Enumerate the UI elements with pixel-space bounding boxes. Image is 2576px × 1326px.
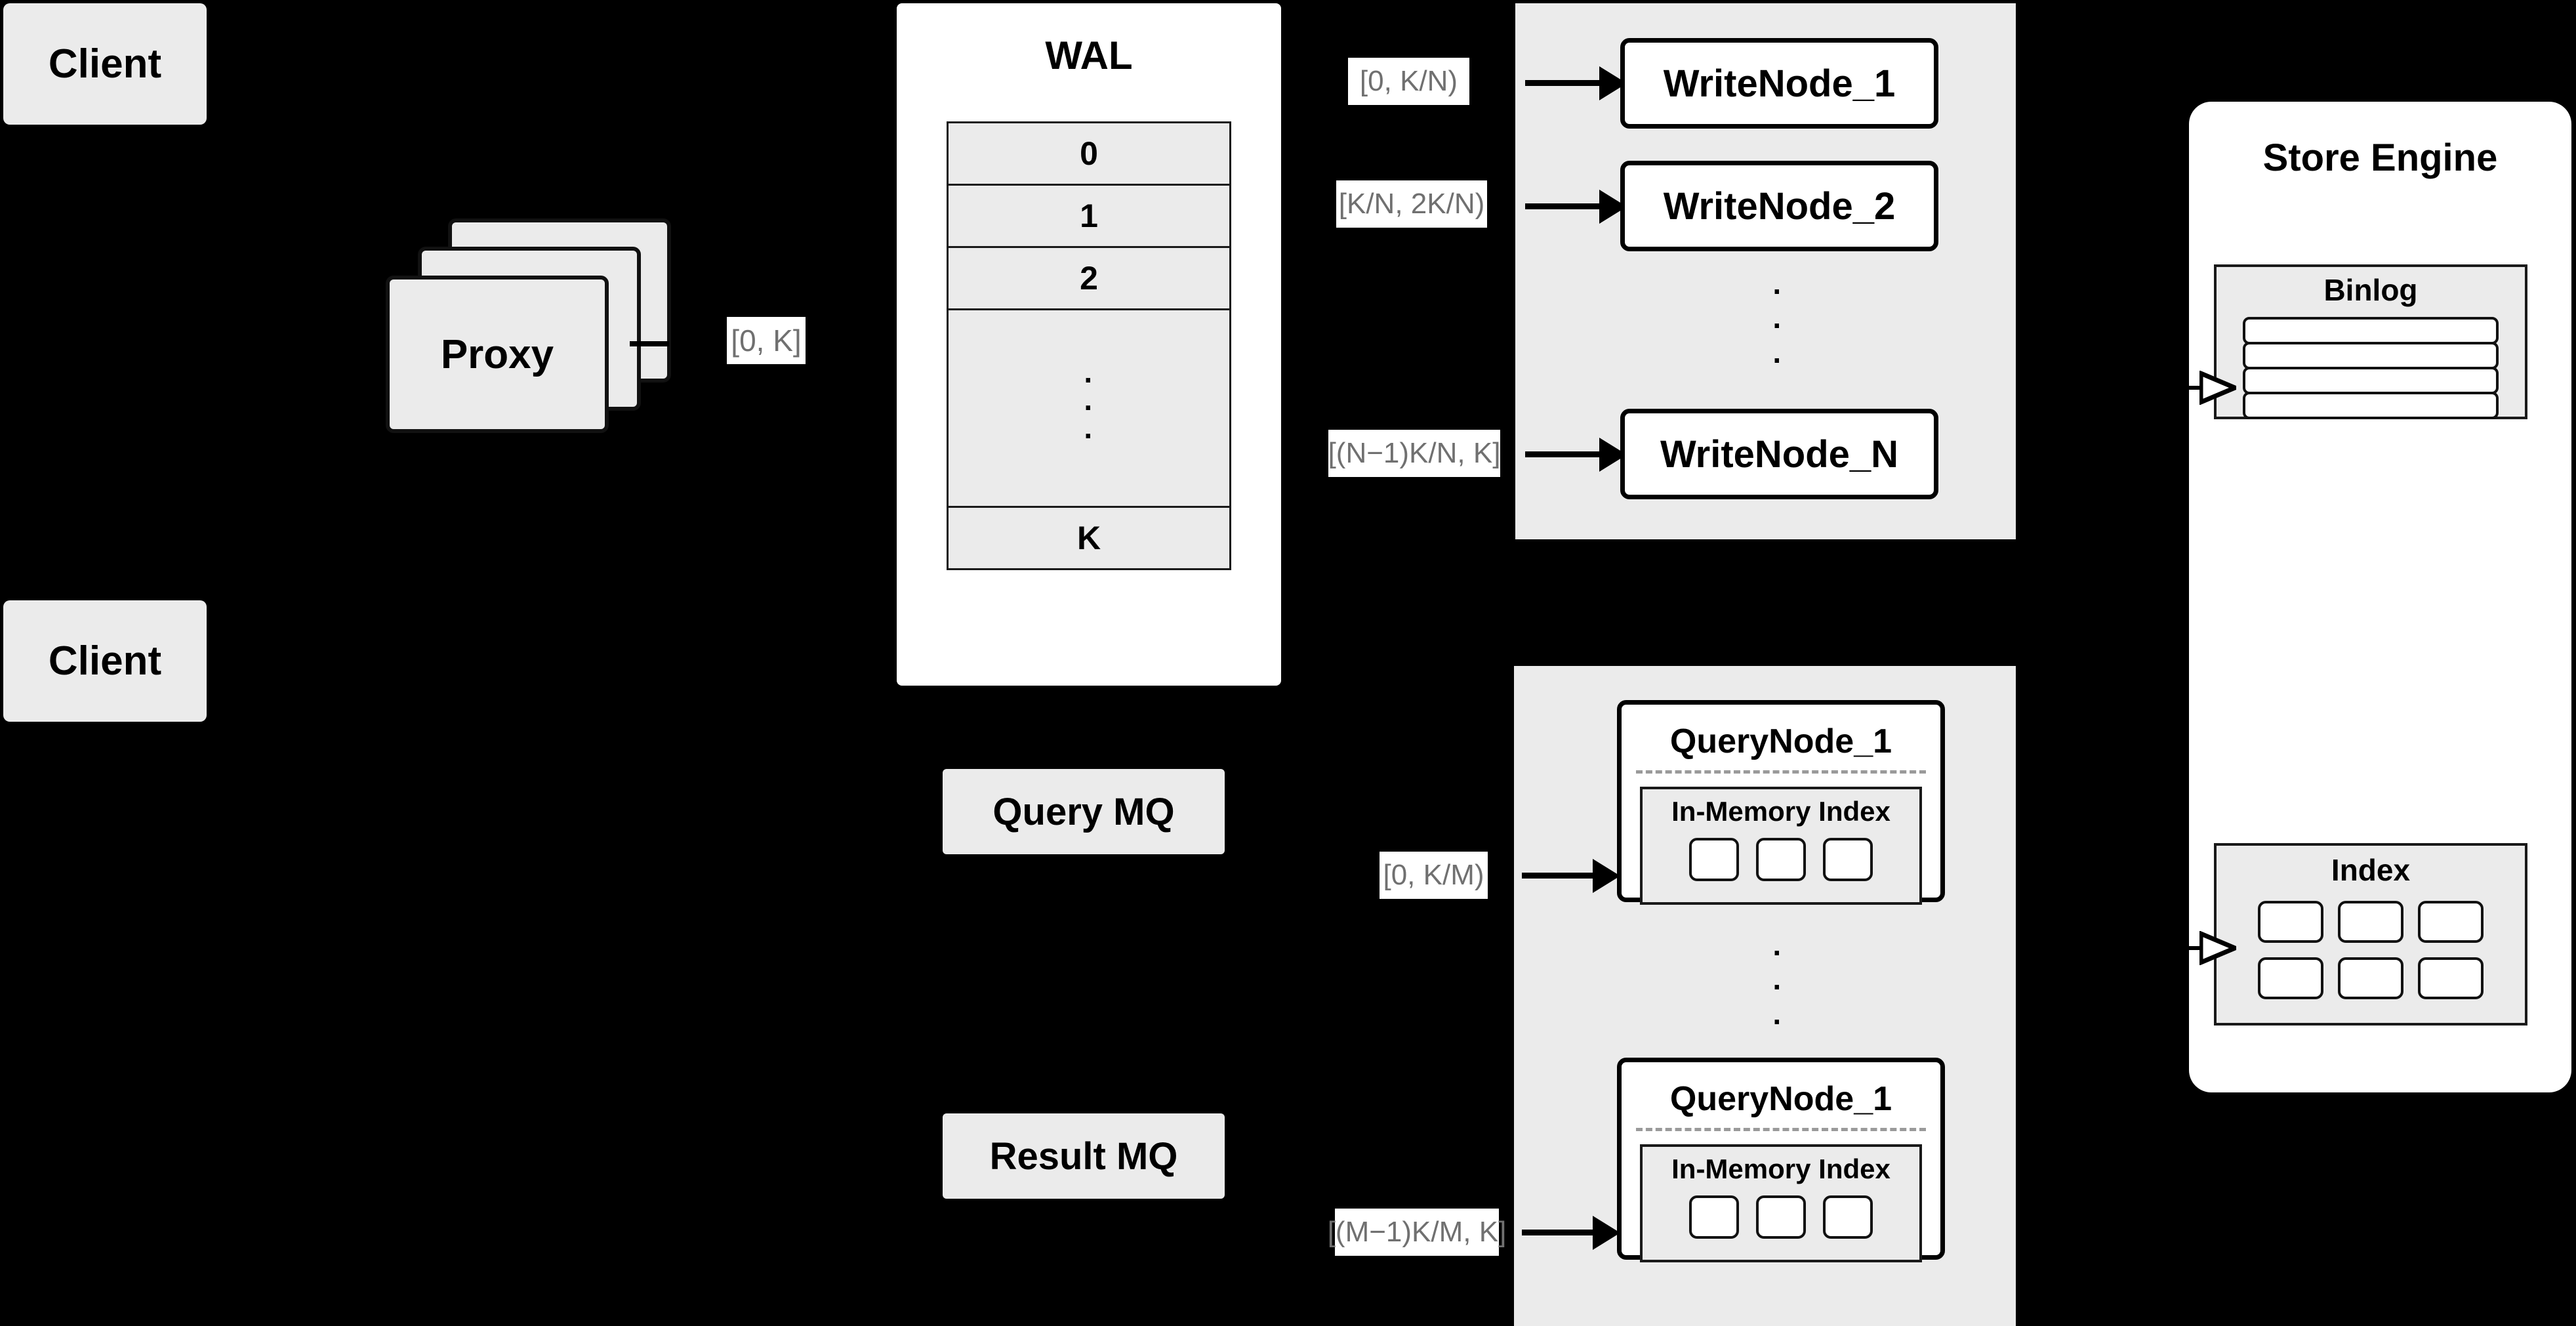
arrow-head-querynode-m [1593,1216,1620,1250]
index-title: Index [2331,853,2411,887]
result-mq-box[interactable]: Result MQ [943,1113,1225,1199]
edge-label-querynode-m: [(M−1)K/M, K] [1328,1209,1506,1256]
client-box-1[interactable]: Client [3,3,207,125]
query-mq-label: Query MQ [992,790,1175,833]
store-engine-panel: Store Engine Binlog Index [2189,102,2571,1092]
write-node-n[interactable]: WriteNode_N [1620,409,1938,499]
write-node-2[interactable]: WriteNode_2 [1620,161,1938,251]
write-node-group-ellipsis: ··· [1772,274,1783,377]
wal-row: 1 [947,184,1231,248]
in-memory-index-1: In-Memory Index [1640,787,1922,905]
index-cell [1823,1195,1873,1239]
client-label: Client [48,638,162,684]
arrow-line-binlog [2167,386,2206,390]
wal-table: 0 1 2 ··· K [947,121,1231,570]
client-label: Client [48,41,162,87]
arrow-head-index-open [2199,931,2236,965]
binlog-row [2243,317,2499,344]
edge-label-querynode-1: [0, K/M) [1380,852,1488,899]
edge-label-writenode-2: [K/N, 2K/N) [1336,180,1487,228]
query-node-1[interactable]: QueryNode_1 In-Memory Index [1617,700,1945,905]
write-node-label: WriteNode_N [1660,432,1899,476]
edge-label-writenode-n: [(N−1)K/N, K] [1328,430,1500,477]
query-node-title: QueryNode_1 [1669,1080,1892,1118]
binlog-box: Binlog [2214,264,2527,419]
query-node-m[interactable]: QueryNode_1 In-Memory Index [1617,1058,1945,1262]
query-node-divider [1636,770,1926,774]
index-cell [1756,1195,1806,1239]
arrow-head-querynode-1 [1593,859,1620,893]
index-cell [1689,1195,1739,1239]
arrow-head-binlog-open [2199,371,2236,405]
index-cell [1756,838,1806,881]
edge-label-proxy-wal: [0, K] [727,317,806,364]
write-node-label: WriteNode_2 [1663,184,1896,228]
arrow-line-writenode-n [1525,451,1604,457]
vertical-ellipsis: ··· [1084,363,1094,453]
arrow-line-querynode-1 [1522,873,1597,879]
index-cell [1823,838,1873,881]
binlog-row [2243,367,2499,394]
query-node-group-ellipsis: ··· [1772,936,1783,1039]
edge-label-writenode-1: [0, K/N) [1348,58,1469,105]
index-cell [2418,901,2484,943]
wal-row: K [947,506,1231,570]
in-memory-index-title: In-Memory Index [1671,796,1891,827]
query-mq-box[interactable]: Query MQ [943,769,1225,854]
arrow-line-index [2167,946,2206,950]
index-cell [2258,901,2323,943]
arrow-line-writenode-1 [1525,80,1604,86]
index-cell [2418,957,2484,999]
index-cell [2338,901,2403,943]
binlog-row [2243,392,2499,419]
arrow-line-querynode-m [1522,1230,1597,1235]
wal-panel: WAL 0 1 2 ··· K [897,3,1281,686]
proxy-label: Proxy [440,331,554,377]
store-engine-title: Store Engine [2262,136,2498,179]
wal-row: 2 [947,246,1231,310]
index-cell [1689,838,1739,881]
index-cell [2338,957,2403,999]
wal-title: WAL [1045,33,1133,77]
proxy-card-front[interactable]: Proxy [386,276,609,433]
wal-row-ellipsis: ··· [947,308,1231,508]
binlog-row [2243,342,2499,369]
in-memory-index-m: In-Memory Index [1640,1144,1922,1262]
client-box-2[interactable]: Client [3,600,207,722]
index-cell [2258,957,2323,999]
in-memory-index-title: In-Memory Index [1671,1153,1891,1184]
result-mq-label: Result MQ [989,1134,1178,1178]
write-node-1[interactable]: WriteNode_1 [1620,38,1938,129]
query-node-divider [1636,1128,1926,1131]
binlog-title: Binlog [2323,273,2418,307]
arrow-line-writenode-2 [1525,203,1604,209]
write-node-label: WriteNode_1 [1663,62,1896,105]
index-box: Index [2214,843,2527,1026]
query-node-title: QueryNode_1 [1669,722,1892,760]
proxy-wal-connector [630,341,669,346]
wal-row: 0 [947,121,1231,186]
